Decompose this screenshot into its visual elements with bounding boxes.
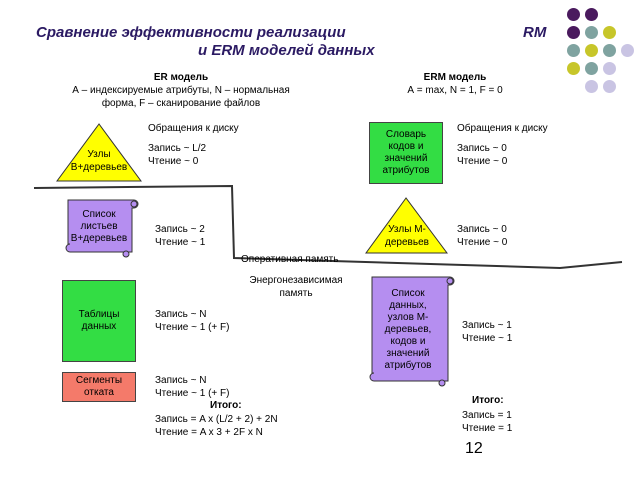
leaf-list-scroll — [65, 199, 139, 258]
erm-desc: А = max, N = 1, F = 0 — [407, 85, 503, 96]
dot — [585, 62, 598, 75]
erm-total-label: Итого: — [472, 395, 504, 406]
data-list-scroll — [369, 276, 455, 387]
dot — [603, 26, 616, 39]
mtree-triangle — [365, 197, 448, 254]
dot — [567, 8, 580, 21]
dot — [603, 80, 616, 93]
dot — [567, 44, 580, 57]
er-header: ER модель А – индексируемые атрибуты, N … — [50, 71, 312, 110]
btree-triangle — [56, 123, 142, 182]
dot — [585, 44, 598, 57]
erm-disk-access: Обращения к диску — [457, 123, 548, 134]
er-total-label: Итого: — [210, 400, 242, 411]
dot — [621, 44, 634, 57]
dot — [585, 26, 598, 39]
dot — [567, 62, 580, 75]
page-number: 12 — [465, 440, 483, 457]
er-disk-access: Обращения к диску — [148, 123, 239, 134]
er-heading: ER модель — [153, 72, 209, 83]
erm-heading: ERM модель — [423, 72, 487, 83]
dot — [603, 44, 616, 57]
dot — [585, 8, 598, 21]
memory-boundary-line — [33, 184, 623, 270]
slide-title-rm: RM — [523, 24, 547, 41]
dot — [585, 80, 598, 93]
slide-title-line2: и ERM моделей данных — [198, 42, 375, 59]
ram-label: Оперативная память — [241, 254, 339, 265]
dot — [603, 62, 616, 75]
dot — [567, 26, 580, 39]
slide-title-line1: Сравнение эффективности реализации — [36, 24, 346, 41]
er-desc-1: А – индексируемые атрибуты, N – нормальн… — [72, 85, 290, 96]
mtree-nodes-label: Узлы М-деревьев — [385, 224, 429, 248]
erm-header: ERM модель А = max, N = 1, F = 0 — [380, 71, 530, 97]
er-desc-2: форма, F – сканирование файлов — [101, 98, 261, 109]
